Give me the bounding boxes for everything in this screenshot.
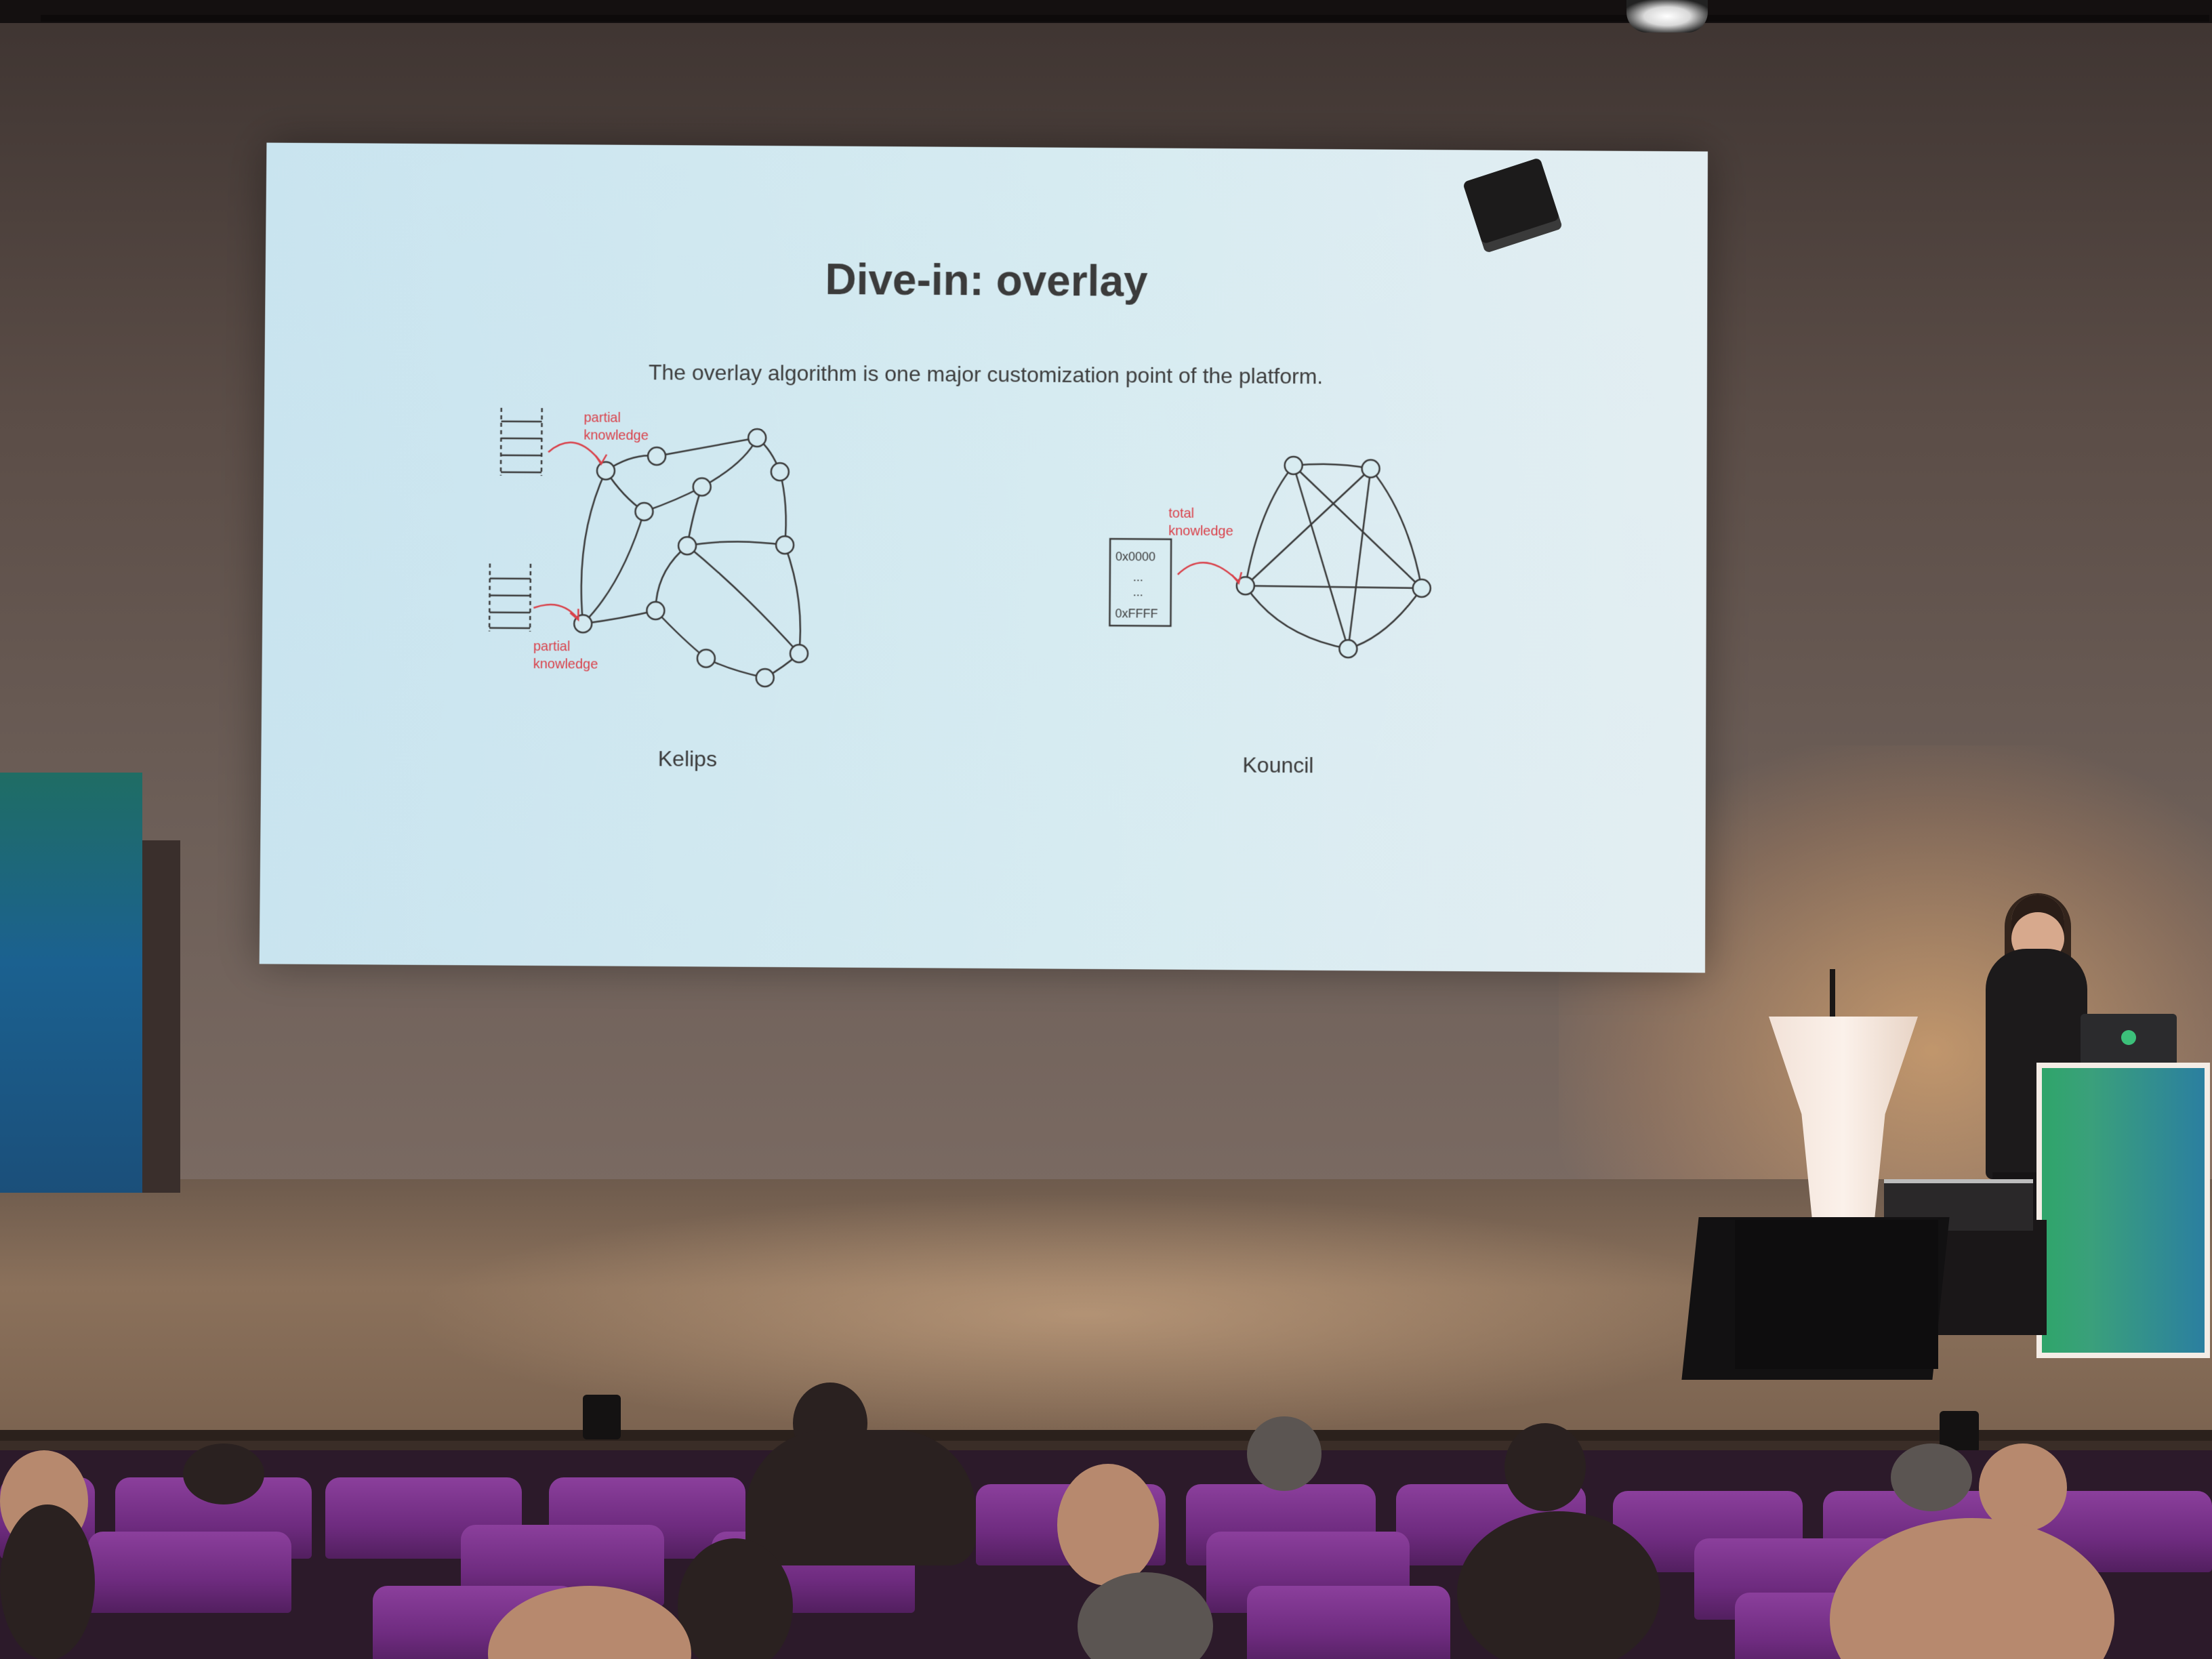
kelips-label-top-2: knowledge <box>583 428 649 443</box>
audience-head <box>678 1538 793 1659</box>
kouncil-table-bottom: 0xFFFF <box>1115 607 1158 620</box>
kouncil-table-dots-1: ... <box>1133 570 1143 583</box>
audience-head <box>1504 1423 1586 1511</box>
kouncil-label-1: total <box>1168 506 1194 521</box>
audience-head <box>1457 1511 1660 1659</box>
kelips-diagram: partial knowledge partial knowledge <box>488 408 808 687</box>
kouncil-nodes <box>1235 455 1431 659</box>
audience-head <box>1057 1464 1159 1586</box>
confidence-monitor-back <box>1735 1220 1938 1369</box>
audience-head <box>1247 1416 1322 1491</box>
slide: Dive-in: overlay The overlay algorithm i… <box>259 142 1708 973</box>
truss-bar <box>41 15 2209 22</box>
kelips-label-bottom-1: partial <box>533 639 571 654</box>
kouncil-diagram: 0x0000 ... ... 0xFFFF <box>1108 455 1431 659</box>
kelips-caption: Kelips <box>657 746 718 771</box>
audience-head <box>1891 1443 1972 1511</box>
seat <box>88 1532 291 1613</box>
kelips-arrows <box>533 442 608 621</box>
kouncil-edges <box>1244 463 1422 650</box>
audience-shoulders <box>745 1430 976 1565</box>
kouncil-table-top: 0x0000 <box>1115 550 1155 563</box>
kouncil-arrow <box>1176 561 1242 585</box>
left-banner <box>0 773 142 1193</box>
ceiling-spotlight <box>1626 0 1708 33</box>
seat <box>1247 1586 1450 1659</box>
stage-light-left <box>583 1395 621 1439</box>
stage-spotlight-pool <box>407 1193 1762 1437</box>
kelips-tables <box>488 408 544 632</box>
kouncil-table <box>1108 537 1172 627</box>
kouncil-caption: Kouncil <box>1242 752 1314 778</box>
slide-subtitle: The overlay algorithm is one major custo… <box>648 360 1324 389</box>
kelips-label-top-1: partial <box>583 411 621 426</box>
audience-area <box>0 1382 2212 1659</box>
audience-head <box>0 1504 95 1659</box>
laptop-logo-icon <box>2121 1030 2136 1045</box>
audience-head <box>1078 1572 1213 1659</box>
left-banner-stand <box>142 840 180 1193</box>
audience-head <box>183 1443 264 1504</box>
kouncil-table-dots-2: ... <box>1133 585 1143 598</box>
lectern <box>2036 1063 2210 1358</box>
slide-title: Dive-in: overlay <box>825 255 1148 306</box>
kouncil-label-2: knowledge <box>1168 524 1233 539</box>
kelips-label-bottom-2: knowledge <box>533 657 598 672</box>
stage-edge <box>0 1430 2212 1441</box>
projection-screen: Dive-in: overlay The overlay algorithm i… <box>259 142 1708 973</box>
kelips-nodes <box>573 428 808 687</box>
audience-head <box>1979 1443 2067 1532</box>
